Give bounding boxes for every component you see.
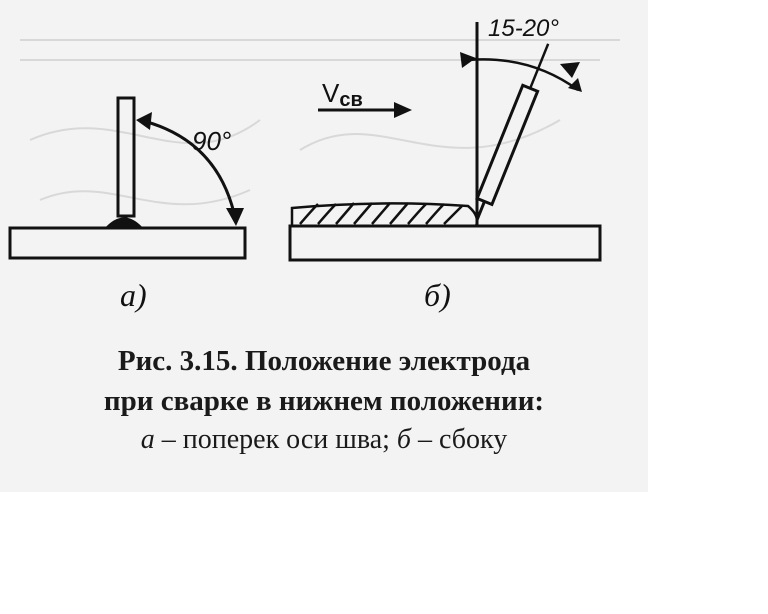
speed-label: Vсв xyxy=(322,78,363,111)
diagram-a: 90° а) xyxy=(8,96,247,313)
caption-title-line-2: при сварке в нижнем положении: xyxy=(103,385,545,417)
caption-title-line-1: Рис. 3.15. Положение электрода xyxy=(117,345,531,377)
caption-desc-b-letter: б xyxy=(396,424,411,455)
arrowhead-b-far xyxy=(568,78,582,92)
arrowhead-b-right xyxy=(560,62,580,78)
speed-arrow-head xyxy=(394,102,412,118)
scanned-figure-area xyxy=(0,0,648,492)
weld-seam-b xyxy=(290,202,479,227)
caption-desc-a-text: – поперек оси шва; xyxy=(154,424,397,455)
arrowhead-a-top xyxy=(136,112,152,130)
figure-caption-description: а – поперек оси шва; б – сбоку xyxy=(0,421,648,459)
angle-arc-b xyxy=(467,58,579,92)
figure-caption-title: Рис. 3.15. Положение электрода при сварк… xyxy=(0,341,648,421)
bleed-through-texture xyxy=(20,39,620,206)
angle-label-a: 90° xyxy=(192,126,231,156)
label-b: б) xyxy=(424,277,451,313)
plate-a xyxy=(8,226,247,260)
angle-arc-a xyxy=(139,118,238,223)
electrode-b xyxy=(475,43,550,221)
welding-diagram: 90° а) 15-20° Vсв xyxy=(8,15,620,313)
arrowhead-a-bottom xyxy=(226,208,244,226)
plate-b xyxy=(288,224,602,262)
weld-bead-a xyxy=(104,217,144,229)
caption-desc-b-text: – сбоку xyxy=(411,424,508,455)
angle-label-b: 15-20° xyxy=(488,15,559,42)
label-a: а) xyxy=(120,277,147,313)
caption-desc-a-letter: а xyxy=(140,424,155,455)
arrowhead-b-left xyxy=(460,52,476,68)
welding-speed-indicator: Vсв xyxy=(318,78,412,118)
diagram-b: 15-20° Vсв б) xyxy=(288,15,602,313)
